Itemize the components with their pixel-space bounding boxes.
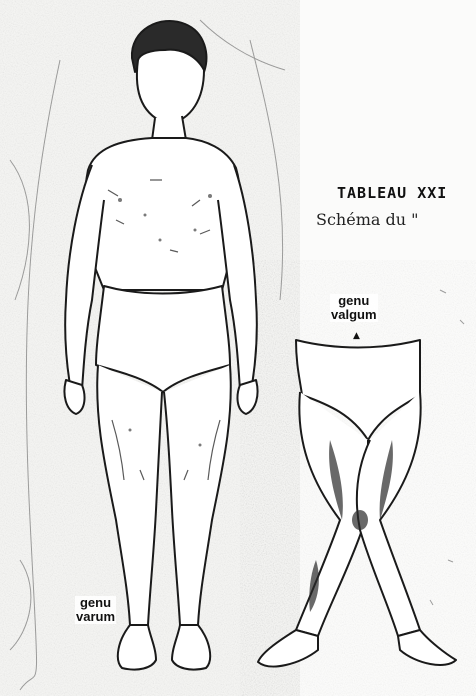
- genu-varum-label-line2: varum: [76, 610, 115, 624]
- genu-valgum-label: genu valgum: [330, 294, 378, 322]
- genu-varum-label: genu varum: [75, 596, 116, 624]
- genu-valgum-label-line1: genu: [331, 294, 377, 308]
- genu-varum-label-line1: genu: [76, 596, 115, 610]
- genu-valgum-label-line2: valgum: [331, 308, 377, 322]
- table-subheading: Schéma du ": [316, 210, 418, 229]
- table-heading: TABLEAU XXI: [337, 184, 447, 202]
- triangle-up-icon: ▲: [353, 331, 360, 341]
